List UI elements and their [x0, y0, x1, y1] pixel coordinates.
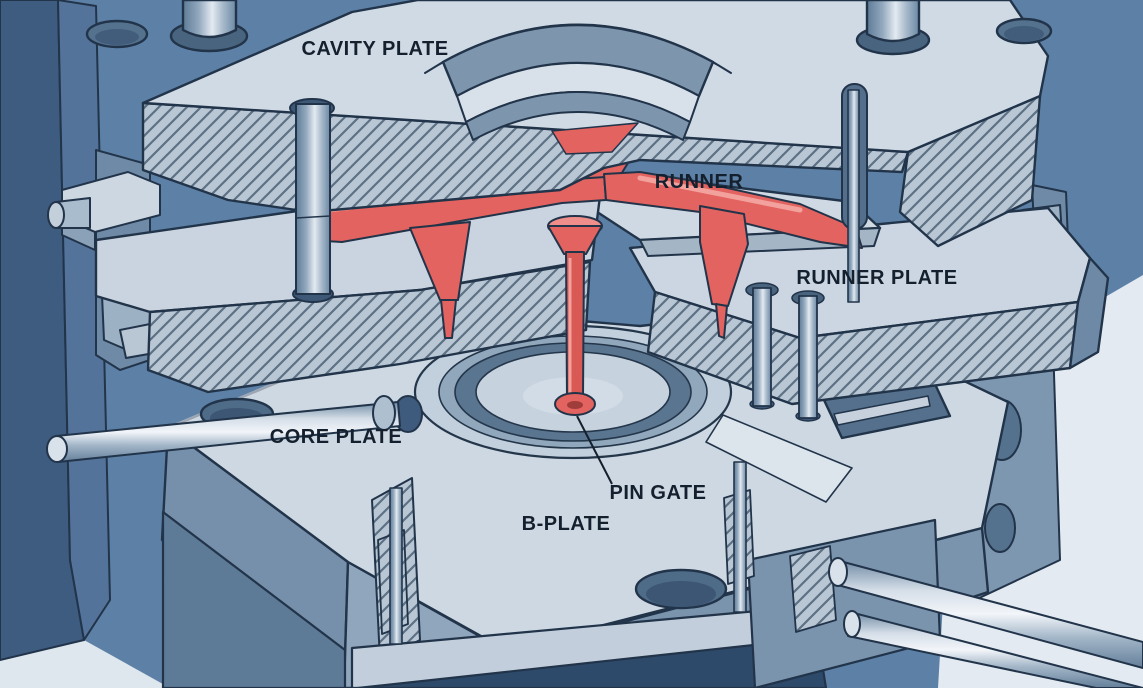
right-leg-hatch — [789, 545, 837, 633]
pin-gate-label: PIN GATE — [610, 482, 707, 504]
center-sprue-funnel — [547, 225, 603, 255]
puller-rod-tip — [46, 435, 68, 463]
left-rod — [46, 395, 423, 463]
cavity-bolt-hole-right-inner — [1004, 26, 1044, 42]
bushing-band-bottom — [465, 91, 691, 141]
right-rods — [828, 557, 1143, 688]
ejector-pin-left — [389, 487, 403, 645]
cavity-plate-label: CAVITY PLATE — [301, 38, 448, 60]
support-pin-a — [752, 287, 772, 407]
overflow-channel — [705, 414, 853, 503]
background-light-bottom-left — [0, 640, 170, 688]
runner-arm-right-highlight — [637, 175, 803, 213]
support-pin-b — [798, 295, 818, 419]
guide-pin-right — [865, 0, 921, 43]
guide-pin-left — [181, 0, 238, 39]
thin-pin — [847, 89, 860, 303]
sprue-drop-left — [409, 221, 471, 301]
base-structure — [161, 461, 942, 688]
sprue-drop-right-tip — [715, 303, 728, 339]
sprue-bushing — [424, 23, 732, 155]
runner-plate-label: RUNNER PLATE — [796, 267, 957, 289]
pin-gate-leader-line — [576, 415, 613, 485]
leader-pin-body — [295, 103, 331, 295]
runner-label: RUNNER — [655, 171, 744, 193]
left-latch — [47, 149, 161, 371]
tie-rod-lower-cap — [843, 610, 861, 638]
pocket-pin — [833, 395, 931, 426]
left-platen — [0, 0, 111, 661]
sprue-drop-left-tip — [440, 299, 457, 339]
cavity-plate-front-hatched-face — [141, 101, 910, 214]
cavity-bolt-hole-left-inner — [95, 29, 139, 45]
puller-rod-collar — [372, 395, 396, 431]
leader-pin-joint — [295, 215, 331, 219]
pin-gate-center — [567, 401, 583, 409]
labels: CAVITY PLATE RUNNER RUNNER PLATE CORE PL… — [270, 38, 957, 535]
tie-rod-upper-cap — [828, 557, 848, 587]
leader-pin — [289, 98, 335, 303]
b-plate-bolt-hole-front-inner — [646, 581, 716, 607]
left-leg — [161, 510, 347, 688]
ejector-pin-right — [733, 461, 747, 613]
runner-plate-side — [1068, 256, 1110, 370]
cavity-plate-group — [85, 0, 1053, 303]
core-plate-label: CORE PLATE — [270, 426, 402, 448]
b-plate-label: B-PLATE — [522, 513, 611, 535]
latch-pin-tip — [47, 201, 65, 229]
column-hole-bottom — [984, 503, 1016, 553]
sprue-visible — [551, 122, 639, 155]
